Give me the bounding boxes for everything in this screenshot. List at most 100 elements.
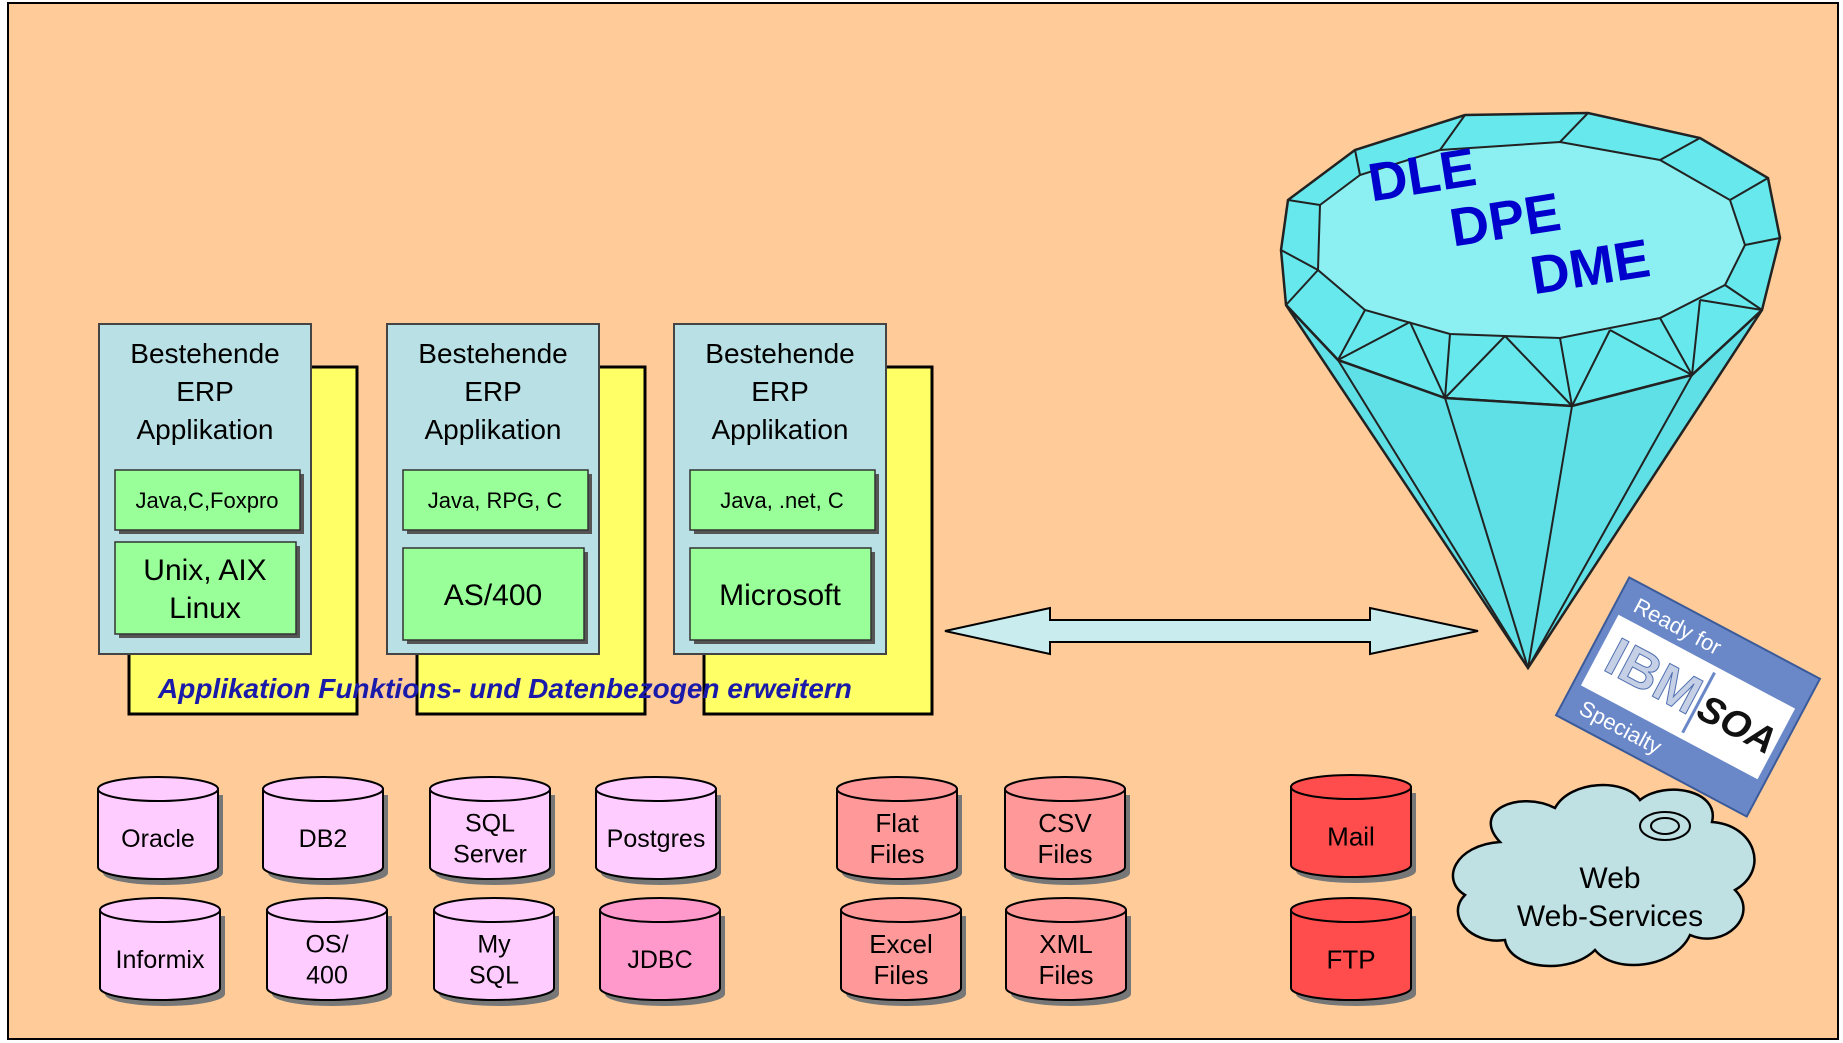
cylinder-top [840,897,962,923]
app-title: Applikation [712,414,849,445]
languages-box [689,469,876,531]
app-title: Bestehende [418,338,567,369]
platform-label: Unix, AIX [143,554,266,587]
cylinder-top [429,776,551,802]
erp-app-1: BestehendeERPApplikationJava,C,FoxproUni… [98,323,359,716]
cylinder-body [1004,788,1126,880]
cylinder-label: Files [870,839,925,869]
cylinder-label: JDBC [627,946,692,974]
cylinder-body [266,909,388,1001]
app-title: ERP [464,376,522,407]
app-title: Bestehende [130,338,279,369]
diamond-facet [1744,237,1781,246]
languages-label: Java, .net, C [720,488,844,513]
cylinder-label: SQL [469,962,519,990]
diamond-facet [1439,114,1466,151]
cylinder-body [1005,909,1127,1001]
cylinder-top [433,897,555,923]
app-title: Bestehende [705,338,854,369]
cylinder-top [599,897,721,923]
cylinder-top [1290,897,1412,923]
platform-label: Linux [169,592,241,625]
diamond-facet [1354,149,1361,176]
diamond-facet [1287,199,1321,206]
cylinder-top [1290,774,1412,800]
diamond-facet [1729,177,1769,201]
platform-box [402,547,585,641]
cylinder-top [262,776,384,802]
cylinder-body [429,788,551,880]
double-arrow [944,606,1479,656]
cloud-label: Web [1579,862,1640,895]
languages-label: Java,C,Foxpro [135,488,278,513]
cylinder-top [836,776,958,802]
cylinder-label: CSV [1038,808,1092,838]
cylinder-label: OS/ [305,931,348,959]
cylinder-label: 400 [306,962,348,990]
cloud-swirl-inner [1650,817,1680,835]
diamond-pavilion [1284,304,1764,671]
badge-divider [1681,671,1716,734]
database-postgres: Postgres [595,776,721,885]
diamond-facet [1444,333,1451,399]
platform-box [689,547,872,641]
cylinder-label: SQL [465,810,515,838]
cylinder-body [840,909,962,1001]
diamond-facet [1609,329,1693,376]
badge-panel [1580,614,1796,780]
database-jdbc: JDBC [599,897,725,1006]
cylinder-top [99,897,221,923]
database-informix: Informix [99,897,225,1006]
cylinder-label: Excel [869,929,933,959]
cylinder-body [262,788,384,880]
cylinder-label: Flat [875,808,919,838]
cloud-swirl [1639,811,1691,841]
cylinder-body [599,909,721,1001]
extend-banner: Applikation Funktions- und Datenbezogen … [157,673,852,704]
network-mail: Mail [1290,774,1416,883]
cylinder-label: Mail [1327,821,1375,851]
cylinder-body [1290,909,1412,1001]
diamond-facet [1409,321,1446,399]
cylinder-label: My [477,931,511,959]
cylinder-body [595,788,717,880]
cylinder-top [266,897,388,923]
cylinder-label: Postgres [607,825,706,853]
platform-box [114,541,297,635]
cylinder-label: Informix [116,946,205,974]
cylinder-body [99,909,221,1001]
diamond-facet [1444,335,1506,399]
cylinder-body [836,788,958,880]
diamond-facet [1285,269,1319,306]
diamond-facet [1659,137,1701,161]
cylinder-top [1005,897,1127,923]
diamond-table [1316,140,1747,340]
cloud-label: Web-Services [1517,900,1703,933]
cylinder-label: Files [1039,960,1094,990]
diamond-facet [1337,321,1411,361]
app-title: Applikation [137,414,274,445]
cylinder-top [97,776,219,802]
cylinder-body [433,909,555,1001]
cylinder-label: FTP [1326,944,1375,974]
diamond-facet [1691,299,1701,376]
database-oracle: Oracle [97,776,223,885]
cylinder-label: Oracle [121,825,195,853]
cylinder-label: Files [874,960,929,990]
double-arrow-shape [944,606,1479,656]
diamond-facet [1337,309,1366,361]
cylinder-label: DB2 [299,825,348,853]
diamond-facet [1571,329,1611,407]
platform-label: Microsoft [719,579,841,612]
languages-box [402,469,589,531]
